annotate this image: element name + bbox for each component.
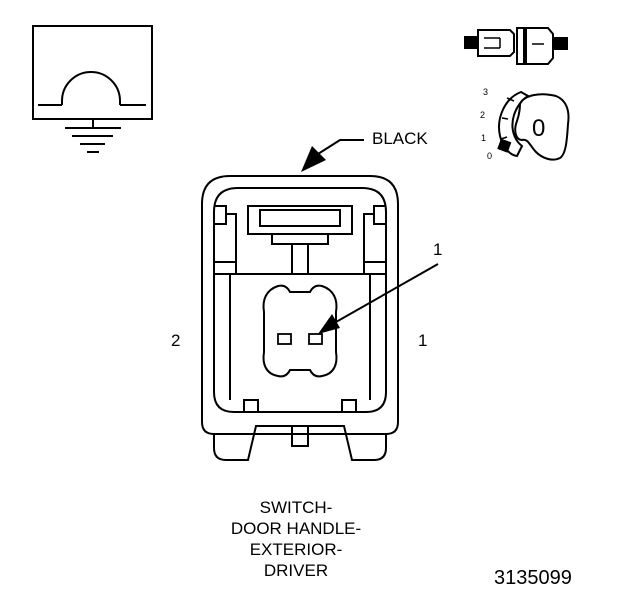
caption-line: DOOR HANDLE-	[230, 519, 362, 538]
caption-line: SWITCH-	[259, 498, 333, 517]
caption-line: EXTERIOR-	[249, 540, 343, 559]
pin-number-left: 2	[171, 331, 181, 350]
key-position-0: 0	[487, 151, 493, 161]
key-position-1: 1	[481, 133, 487, 143]
callout-number: 1	[433, 240, 443, 259]
ignition-key-icon	[497, 90, 570, 161]
key-position-2: 2	[480, 110, 486, 120]
caption-line: DRIVER	[263, 561, 329, 580]
figure-number: 3135099	[494, 567, 572, 589]
key-position-3: 3	[483, 87, 489, 97]
color-callout-leader	[301, 139, 364, 172]
pin-number-right: 1	[418, 331, 428, 350]
key-letter: 0	[532, 115, 546, 142]
ohmmeter-ground-icon	[32, 25, 153, 153]
connector-color-label: BLACK	[372, 129, 428, 148]
pin-callout-leader	[318, 263, 439, 334]
component-caption: SWITCH- DOOR HANDLE- EXTERIOR- DRIVER	[196, 497, 396, 581]
connector-face	[201, 175, 399, 461]
connector-side-view-icon	[464, 27, 568, 65]
